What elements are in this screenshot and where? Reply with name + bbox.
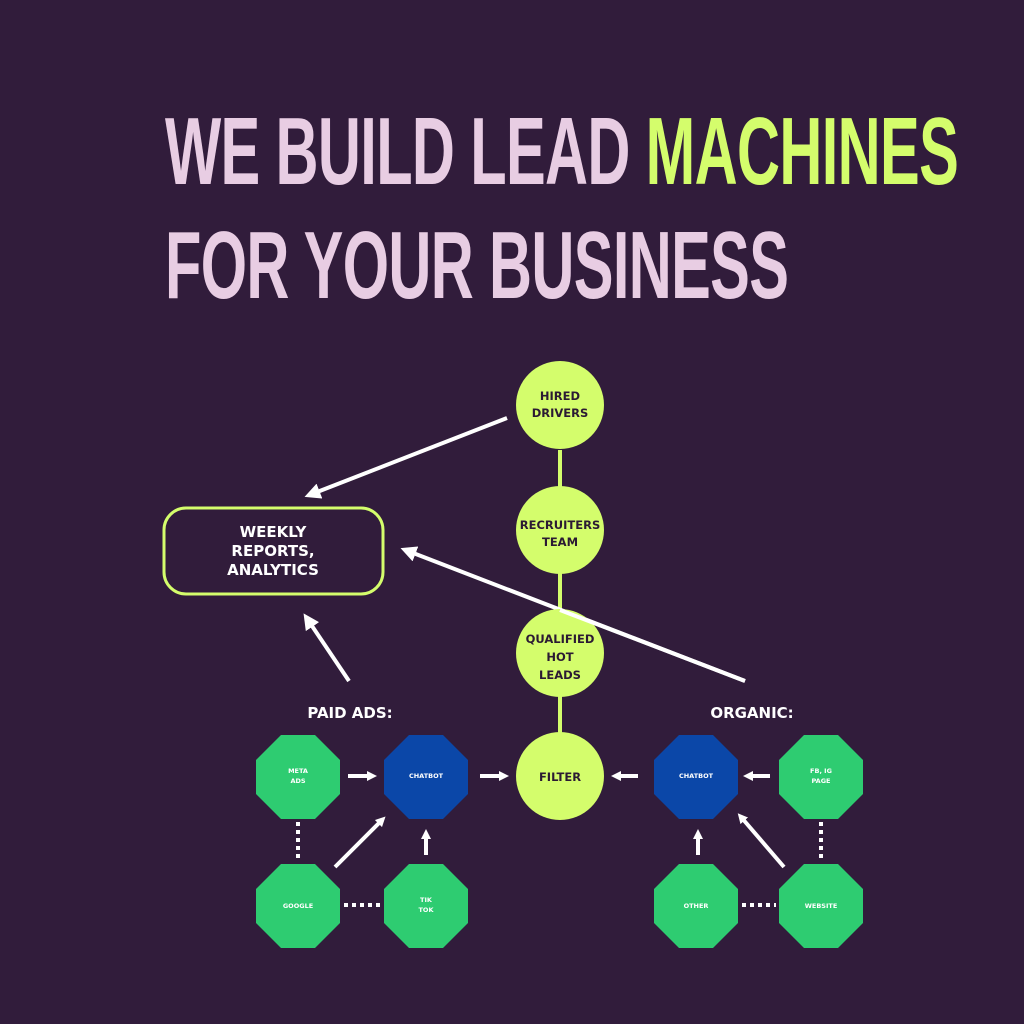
node-label: HIRED: [540, 389, 580, 403]
node-website: WEBSITE: [779, 864, 863, 948]
report-line-3: ANALYTICS: [227, 561, 319, 579]
node-label: QUALIFIED: [526, 632, 595, 646]
node-tiktok: TIK TOK: [384, 864, 468, 948]
node-label: PAGE: [812, 777, 831, 785]
node-label: TIK: [420, 896, 433, 904]
node-label: LEADS: [539, 668, 581, 682]
node-label: CHATBOT: [409, 772, 444, 780]
arrow-google-to-chatbot: [333, 816, 386, 869]
node-label: ADS: [290, 777, 305, 785]
node-other: OTHER: [654, 864, 738, 948]
node-hired-drivers: HIRED DRIVERS: [516, 361, 604, 449]
headline-line-1: WE BUILD LEAD MACHINES: [165, 104, 959, 200]
node-paid-chatbot: CHATBOT: [384, 735, 468, 819]
node-fb-ig-page: FB, IG PAGE: [779, 735, 863, 819]
node-label: META: [288, 767, 308, 775]
node-label: TOK: [419, 906, 435, 914]
arrow-hired-to-report: [304, 416, 508, 499]
node-label: GOOGLE: [283, 902, 313, 910]
node-label: WEBSITE: [805, 902, 838, 910]
node-label: HOT: [546, 650, 573, 664]
node-label: TEAM: [542, 535, 578, 549]
arrow-organic-overlay: [559, 608, 746, 683]
node-recruiters-team: RECRUITERS TEAM: [516, 486, 604, 574]
arrow-paid-to-report: [303, 613, 351, 683]
report-line-1: WEEKLY: [240, 523, 308, 541]
node-meta-ads: META ADS: [256, 735, 340, 819]
paid-ads-label: PAID ADS:: [307, 704, 392, 722]
node-google: GOOGLE: [256, 864, 340, 948]
node-organic-chatbot: CHATBOT: [654, 735, 738, 819]
headline-main: WE BUILD LEAD: [165, 98, 630, 205]
arrow-website-to-chatbot: [737, 813, 786, 869]
headline-line-2: FOR YOUR BUSINESS: [165, 212, 789, 319]
node-label: CHATBOT: [679, 772, 714, 780]
node-label: FB, IG: [810, 767, 832, 775]
node-label: DRIVERS: [532, 406, 589, 420]
organic-label: ORGANIC:: [710, 704, 793, 722]
node-label: OTHER: [684, 902, 709, 910]
node-label: RECRUITERS: [520, 518, 600, 532]
node-label: FILTER: [539, 770, 581, 784]
report-line-2: REPORTS,: [231, 542, 314, 560]
node-qualified-hot-leads: QUALIFIED HOT LEADS: [516, 609, 604, 697]
node-filter: FILTER: [516, 732, 604, 820]
weekly-reports-box: WEEKLY REPORTS, ANALYTICS: [162, 506, 385, 596]
headline-accent: MACHINES: [645, 98, 959, 205]
